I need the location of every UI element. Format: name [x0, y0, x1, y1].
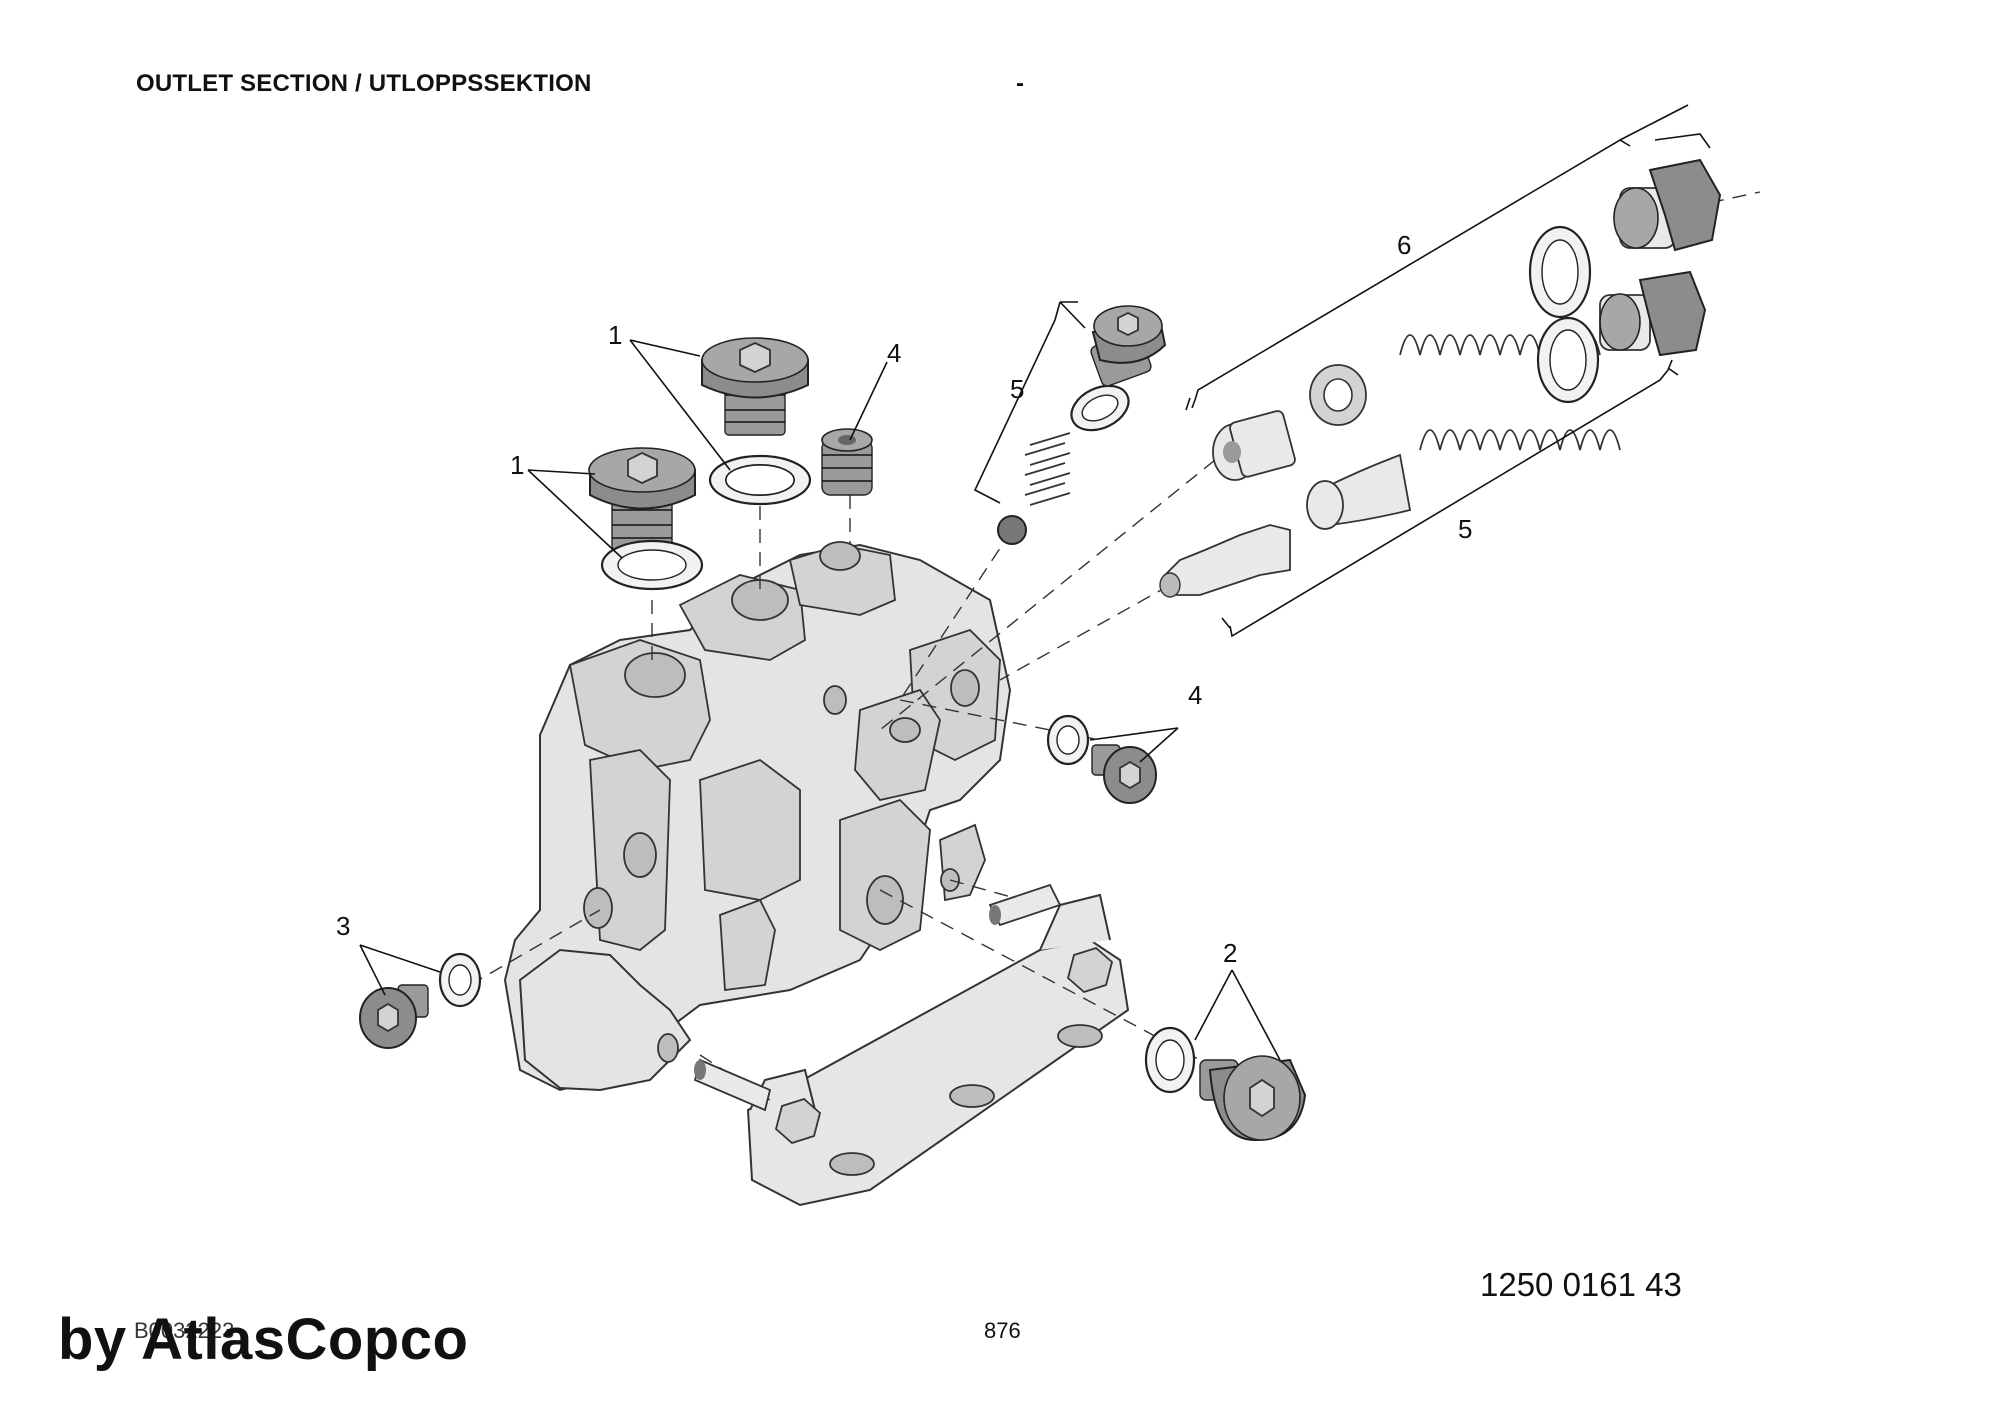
- part-number: 1250 0161 43: [1480, 1266, 1682, 1303]
- plug-1-upper: [701, 337, 809, 436]
- plug-3: [359, 952, 482, 1049]
- group-brackets: [1059, 133, 1711, 629]
- callout-4a: 4: [887, 338, 901, 368]
- mounting-pins: [693, 883, 1062, 1112]
- relief-cartridge-5: [1159, 270, 1707, 598]
- plug-1-lower: [588, 447, 696, 551]
- plug-4-top: [821, 428, 873, 496]
- relief-cartridge-6: [1212, 158, 1722, 481]
- valve-body: [503, 541, 1012, 1092]
- mounting-bracket: [746, 893, 1130, 1207]
- plug-4-side: [1046, 714, 1157, 804]
- title-dash: -: [1016, 70, 1024, 97]
- callout-6: 6: [1397, 230, 1411, 260]
- check-valve-5-group: [997, 305, 1167, 545]
- page-number: 876: [984, 1318, 1021, 1343]
- brand-watermark: by AtlasCopco: [58, 1307, 469, 1372]
- callout-1b: 1: [510, 450, 524, 480]
- callout-2: 2: [1223, 938, 1237, 968]
- callout-leaders: [359, 104, 1689, 1061]
- callout-numbers: 1 1 4 5 6 5 4 3 2: [336, 230, 1472, 968]
- page-title: OUTLET SECTION / UTLOPPSSEKTION: [136, 70, 592, 97]
- callout-5b: 5: [1458, 514, 1472, 544]
- plug-2: [1144, 1026, 1307, 1142]
- callout-5a: 5: [1010, 374, 1024, 404]
- document-code: B0032223: [134, 1318, 235, 1343]
- callout-4b: 4: [1188, 680, 1202, 710]
- seal-ring-1-upper: [708, 454, 812, 506]
- callout-1a: 1: [608, 320, 622, 350]
- callout-3: 3: [336, 911, 350, 941]
- seal-ring-1-lower: [600, 539, 704, 591]
